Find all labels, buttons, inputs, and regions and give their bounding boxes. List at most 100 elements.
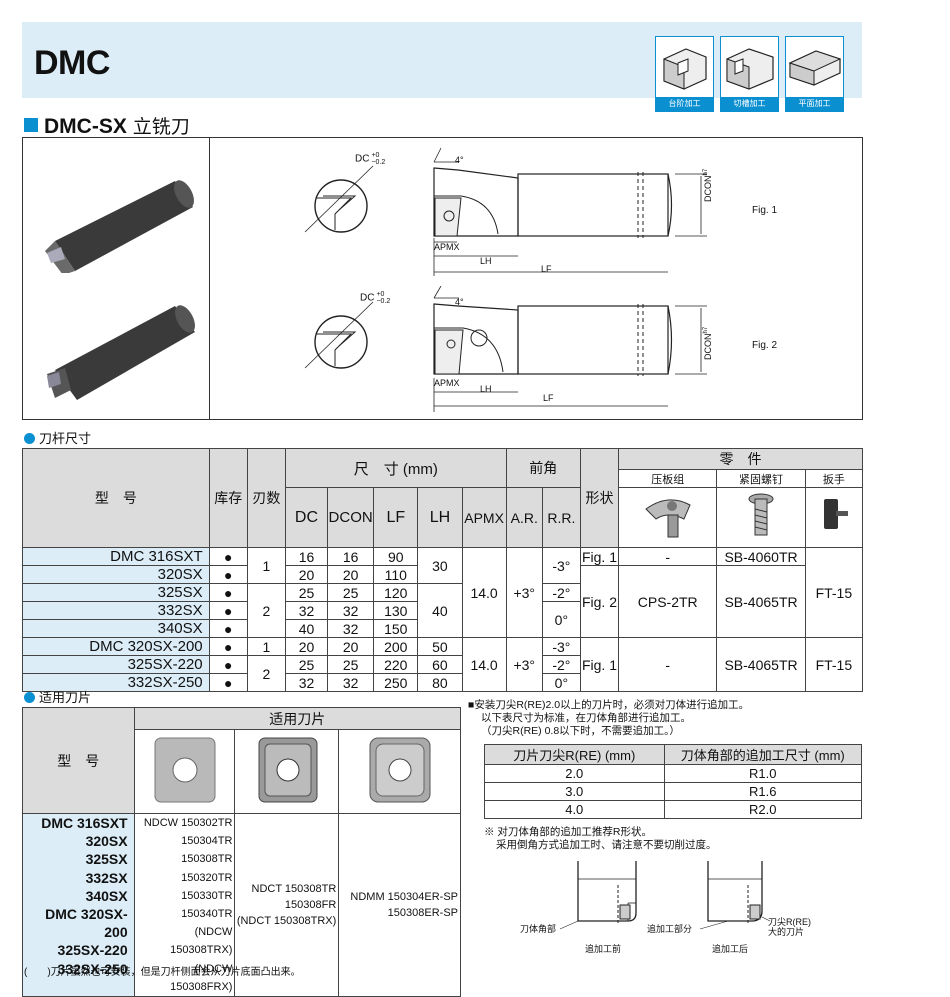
dc-cell: 20: [284, 565, 329, 584]
screw-cell: SB-4060TR: [716, 547, 806, 566]
shank-dims-table: 型 号 库存 刃数 尺 寸 (mm) 前角 形状 零 件 压板组 紧固螺钉 扳手…: [22, 448, 864, 692]
hdr-rr: R.R.: [541, 487, 581, 548]
shape-cell: Fig. 1: [579, 637, 620, 692]
screw-cell: SB-4065TR: [716, 565, 806, 638]
hdr-lf: LF: [373, 487, 419, 548]
re-cell: 4.0: [484, 800, 665, 819]
dc-cell: 16: [284, 547, 329, 566]
stock-cell: ●: [208, 673, 248, 692]
inserts-table: 型 号 适用刀片 DMC 316SXT 320SX 325SX 332SX 34…: [22, 707, 462, 997]
insert-ndmm-icon: [369, 737, 431, 803]
dcon-label-1: DCONh7: [703, 168, 713, 202]
hdr-shape: 形状: [579, 448, 620, 548]
corner-note-3: （刀尖R(RE) 0.8以下时，不需要追加工。）: [481, 725, 680, 737]
insert-ndct-icon: [258, 737, 318, 803]
hdr-lh: LH: [417, 487, 463, 548]
stock-cell: ●: [208, 601, 248, 620]
lf-cell: 120: [373, 583, 419, 602]
diagram-body-corner: 刀体角部: [520, 924, 557, 934]
hdr-dc: DC: [284, 487, 329, 548]
dc-cell: 25: [284, 583, 329, 602]
flutes-cell: 1: [246, 637, 286, 656]
lh-label-1: LH: [480, 256, 492, 266]
lh-cell: 80: [417, 673, 463, 692]
ar-cell: +3°: [505, 637, 543, 692]
corner-note-1: ■安装刀尖R(RE)2.0以上的刀片时，必须对刀体进行追加工。: [468, 699, 750, 711]
square-bullet-icon: [24, 118, 38, 132]
dc-cell: 32: [284, 673, 329, 692]
insert-ndcw-icon: [154, 737, 216, 803]
screw-cell: SB-4065TR: [716, 637, 806, 692]
lh-cell: 50: [417, 637, 463, 656]
rr-cell: -3°: [541, 637, 581, 656]
hdr-ar: A.R.: [505, 487, 543, 548]
rr-cell: -2°: [541, 655, 581, 674]
section-title: DMC-SX 立铣刀: [24, 112, 190, 139]
lh-cell: 60: [417, 655, 463, 674]
dcon-cell: 25: [327, 655, 375, 674]
apmx-label-1: APMX: [434, 242, 460, 252]
fig2-label: Fig. 2: [752, 340, 778, 351]
dc-cell: 32: [284, 601, 329, 620]
step-machining-icon: [663, 48, 707, 90]
model-cell: 332SX: [22, 601, 210, 620]
flutes-cell: 1: [246, 547, 286, 584]
insert-image-3: [338, 729, 461, 814]
lf-cell: 150: [373, 619, 419, 638]
circle-bullet-icon: [24, 692, 35, 703]
apmx-cell: 14.0: [461, 547, 507, 638]
apmx-label-2: APMX: [434, 378, 460, 388]
dcon-label-2: DCONh7: [703, 326, 713, 360]
fig1-label: Fig. 1: [752, 205, 778, 216]
model-cell: DMC 316SXT: [22, 547, 210, 566]
r-cell: R1.0: [663, 764, 863, 783]
dcon-cell: 20: [327, 637, 375, 656]
stock-cell: ●: [208, 637, 248, 656]
dcon-cell: 32: [327, 673, 375, 692]
corner-note-5: 采用倒角方式追加工时、请注意不要切削过度。: [496, 839, 717, 851]
diagram-large-r: 刀尖R(RE)大的刀片: [768, 917, 811, 937]
corner-hdr-r: 刀体角部的追加工尺寸 (mm): [663, 744, 863, 765]
inserts-footnote: ( )刀片虽然也可安装，但是刀杆侧面会从刀片底面凸出来。: [24, 967, 301, 978]
dcon-cell: 25: [327, 583, 375, 602]
dc-cell: 25: [284, 655, 329, 674]
face-machining-icon: [788, 50, 842, 86]
insert-hdr: 适用刀片: [133, 707, 462, 730]
flutes-cell: 2: [246, 655, 286, 692]
dc-cell: 20: [284, 637, 329, 656]
stock-cell: ●: [208, 565, 248, 584]
rr-cell: -2°: [541, 583, 581, 602]
model-cell: 340SX: [22, 619, 210, 638]
clamp-cell: CPS-2TR: [618, 565, 718, 638]
flutes-cell: 2: [246, 583, 286, 638]
screw-image: [716, 487, 806, 548]
page-title: DMC: [34, 44, 110, 82]
hdr-clamp: 压板组: [618, 469, 718, 488]
r-cell: R1.6: [663, 782, 863, 801]
re-cell: 3.0: [484, 782, 665, 801]
apmx-cell: 14.0: [461, 637, 507, 692]
stock-cell: ●: [208, 583, 248, 602]
dcon-cell: 16: [327, 547, 375, 566]
model-cell: 320SX: [22, 565, 210, 584]
diagram-before: 追加工前: [585, 944, 622, 954]
diagram-after: 追加工后: [712, 944, 749, 954]
clamp-icon: [644, 499, 691, 538]
section-name: 立铣刀: [132, 117, 190, 138]
insert-hdr-model: 型 号: [22, 707, 135, 814]
angle-label-1: 4°: [455, 155, 464, 165]
lh-cell: 30: [417, 547, 463, 584]
wrench-icon: [823, 499, 848, 529]
model-cell: 332SX-250: [22, 673, 210, 692]
re-cell: 2.0: [484, 764, 665, 783]
lf-cell: 90: [373, 547, 419, 566]
rr-cell: 0°: [541, 673, 581, 692]
lf-cell: 130: [373, 601, 419, 620]
wrench-image: [804, 487, 864, 548]
lh-label-2: LH: [480, 384, 492, 394]
lf-cell: 110: [373, 565, 419, 584]
machining-type-label: 切槽加工: [721, 97, 778, 111]
